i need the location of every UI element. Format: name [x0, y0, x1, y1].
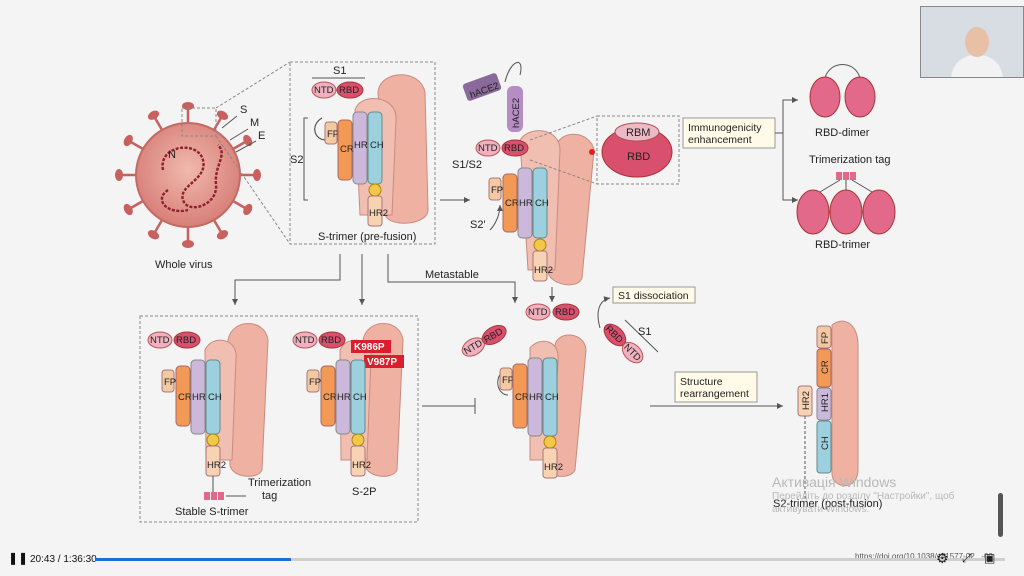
doi-link[interactable]: https://doi.org/10.1038/s41577-02...-00 [855, 552, 993, 561]
diagram-label: HR1 [519, 198, 538, 209]
diagram-label: RBD-trimer [815, 239, 870, 251]
virus-s-label: S [240, 104, 247, 116]
diagram-label: RBD [339, 85, 359, 96]
watermark-line1: Перейдіть до розділу "Настройки", щоб [772, 491, 955, 502]
virus-e-label: E [258, 130, 265, 142]
diagram-label: FP [491, 185, 503, 196]
diagram-label: RBM [626, 127, 650, 139]
diagram-label: CH [370, 140, 384, 151]
diagram-label: rearrangement [680, 388, 749, 400]
diagram-label: NTD [528, 307, 548, 318]
diagram-label: HR1 [337, 392, 356, 403]
stabilized-panel: NTD RBD FP CR HR1 CH HR2 Trimerization t… [139, 315, 476, 523]
diagram-label: RBD-dimer [815, 127, 870, 139]
diagram-label: FP [164, 377, 176, 388]
rbd-dimer: RBD-dimer [809, 64, 876, 139]
diagram-label: S2 [290, 154, 303, 166]
diagram-label: Immunogenicity [688, 122, 762, 134]
diagram-label: RBD [627, 151, 650, 163]
diagram-label: enhancement [688, 134, 752, 146]
vertical-scrollbar[interactable] [998, 493, 1003, 537]
diagram-label: RBD [321, 335, 341, 346]
diagram-label: HR2 [534, 265, 553, 276]
diagram-label: HR2 [544, 462, 563, 473]
diagram-label: FP [820, 332, 831, 344]
diagram-label: CH [535, 198, 549, 209]
prefusion-panel: S1 NTD RBD S2 FP CR HR1 CH HR2 S-trimer … [289, 61, 436, 245]
diagram-label: FP [309, 377, 321, 388]
presenter-body [951, 55, 1003, 77]
watermark-title: Активація Windows [772, 474, 897, 490]
virus-m-label: M [250, 117, 259, 129]
windows-activation-watermark: Активація Windows Перейдіть до розділу "… [772, 474, 954, 516]
diagram-label: CR [340, 144, 354, 155]
dissociated-panel: NTD RBD NTD RBD RBD NTD S1 S1 dissociati… [461, 286, 696, 479]
diagram-label: NTD [314, 85, 334, 96]
diagram-label: hACE2 [511, 98, 522, 128]
diagram-label: S1 dissociation [618, 290, 689, 302]
rbd-trimer: Trimerization tag RBD-trimer [796, 154, 896, 251]
diagram-label: HR2 [207, 460, 226, 471]
gear-icon[interactable]: ⚙ [936, 550, 949, 566]
ace2-bound-panel: hACE2 hACE2 NTD RBD S1/S2 S2' FP CR HR1 … [452, 62, 595, 286]
diagram-label: CH [820, 436, 831, 450]
mutation-k986p: K986P [354, 342, 385, 353]
diagram-label: HR2 [369, 208, 388, 219]
diagram-label: CR [178, 392, 192, 403]
postfusion-panel: FP CR HR1 CH HR2 S2-trimer (post-fusion) [773, 320, 882, 510]
metastable-label: Metastable [425, 269, 479, 281]
progress-track[interactable] [95, 558, 1005, 561]
diagram-label: CR [820, 360, 831, 374]
diagram-label: HR2 [352, 460, 371, 471]
diagram-label: NTD [295, 335, 315, 346]
virus-caption: Whole virus [155, 259, 213, 271]
postfusion-caption: S2-trimer (post-fusion) [773, 498, 882, 510]
diagram-label: HR1 [820, 393, 831, 412]
diagram-label: S2' [470, 219, 486, 231]
fullscreen-icon[interactable]: ⤢ [962, 551, 972, 565]
diagram-label: Trimerization [248, 477, 311, 489]
rbd-zoom: RBM RBD [529, 115, 680, 185]
window-icon[interactable]: ▣ [984, 551, 996, 565]
whole-virus: N S M E Whole virus [113, 61, 291, 271]
immunogenicity-box: Immunogenicity enhancement [682, 97, 798, 203]
diagram-label: HR2 [801, 391, 812, 410]
virus-n-label: N [168, 149, 176, 161]
diagram-label: RBD [176, 335, 196, 346]
diagram-label: RBD [504, 143, 524, 154]
diagram-label: S1 [333, 65, 346, 77]
diagram-label: CR [515, 392, 529, 403]
pause-icon[interactable]: ❚❚ [8, 551, 29, 565]
diagram-label: CH [545, 392, 559, 403]
diagram-label: S1 [638, 326, 651, 338]
diagram-label: CR [505, 198, 519, 209]
s2p-caption: S-2P [352, 486, 376, 498]
webcam-overlay [920, 6, 1024, 78]
diagram-label: RBD [555, 307, 575, 318]
stable-caption: Stable S-trimer [175, 506, 249, 518]
diagram-label: Trimerization tag [809, 154, 891, 166]
time-display: 20:43 / 1:36:30 [30, 554, 97, 565]
presenter-head [965, 27, 989, 57]
structure-rearrangement: Structure rearrangement [650, 371, 783, 409]
diagram-label: CH [353, 392, 367, 403]
diagram-label: FP [502, 375, 514, 386]
video-player-controls: ❚❚ 20:43 / 1:36:30 ⚙ ⤢ ▣ [0, 546, 1024, 576]
diagram-label: HR1 [529, 392, 548, 403]
prefusion-caption: S-trimer (pre-fusion) [318, 231, 416, 243]
diagram-label: NTD [150, 335, 170, 346]
mutation-v987p: V987P [367, 357, 397, 368]
diagram-label: NTD [478, 143, 498, 154]
progress-played [95, 558, 291, 561]
diagram-label: CR [323, 392, 337, 403]
diagram-label: Structure [680, 376, 723, 388]
diagram-label: S1/S2 [452, 159, 482, 171]
diagram-label: FP [327, 129, 339, 140]
diagram-label: CH [208, 392, 222, 403]
watermark-line2: активувати Windows. [772, 504, 870, 515]
diagram-label: tag [262, 490, 277, 502]
diagram-label: HR1 [192, 392, 211, 403]
diagram-label: HR1 [354, 140, 373, 151]
